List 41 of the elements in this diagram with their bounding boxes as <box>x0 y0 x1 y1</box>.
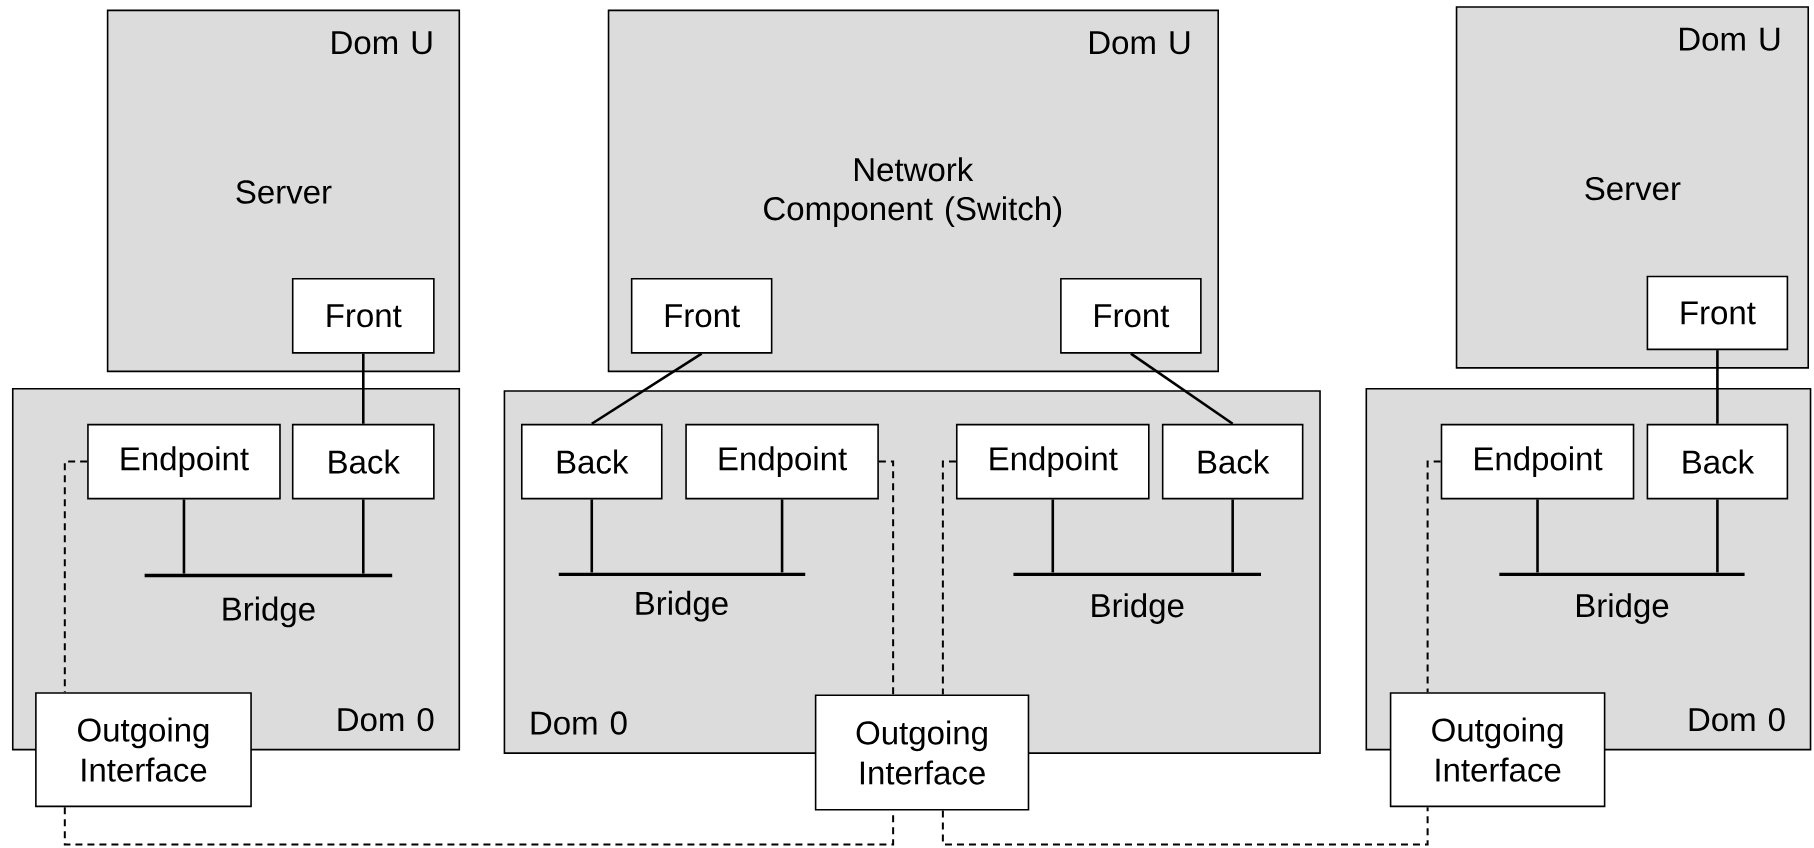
node-label: Bridge <box>1092 593 1184 624</box>
interface-box: Outgoing Interface <box>1389 692 1606 808</box>
dashed-connector <box>941 460 957 696</box>
port-box: Back <box>1161 423 1304 500</box>
dashed-connector <box>1426 460 1442 694</box>
connector-line <box>1231 499 1234 573</box>
connector-line <box>780 499 784 573</box>
port-box: Back <box>520 423 663 500</box>
bridge-bar: Bridge <box>558 572 806 622</box>
dashed-connector <box>63 460 89 694</box>
connector-line <box>1716 350 1719 424</box>
port-box: Front <box>1646 275 1789 351</box>
connector-line <box>1536 499 1539 573</box>
node-label: Bridge <box>223 596 315 628</box>
connector-line <box>1716 499 1719 573</box>
port-box: Front <box>1060 278 1202 354</box>
connector-line <box>182 499 186 574</box>
port-box: Endpoint <box>685 423 879 500</box>
dashed-connector <box>941 806 1429 846</box>
interface-box: Outgoing Interface <box>814 694 1030 811</box>
bridge-bar: Bridge <box>144 573 393 628</box>
connector-line <box>591 352 703 425</box>
connector-line <box>361 353 365 424</box>
dashed-connector <box>63 806 895 846</box>
port-box: Back <box>291 423 435 500</box>
port-box: Endpoint <box>1440 423 1635 500</box>
port-box: Endpoint <box>87 423 281 500</box>
connector-line <box>1051 499 1055 573</box>
interface-box: Outgoing Interface <box>35 692 252 808</box>
connector-line <box>361 499 365 574</box>
connector-line <box>1130 352 1234 425</box>
port-box: Front <box>630 278 773 354</box>
bridge-bar: Bridge <box>1013 572 1261 624</box>
port-box: Front <box>291 278 435 354</box>
connector-line <box>590 499 594 573</box>
port-box: Endpoint <box>955 423 1150 500</box>
node-label: Bridge <box>636 590 728 622</box>
dashed-connector <box>877 460 895 696</box>
node-label: Bridge <box>1576 593 1669 624</box>
bridge-bar: Bridge <box>1499 572 1745 624</box>
port-box: Back <box>1646 423 1789 500</box>
